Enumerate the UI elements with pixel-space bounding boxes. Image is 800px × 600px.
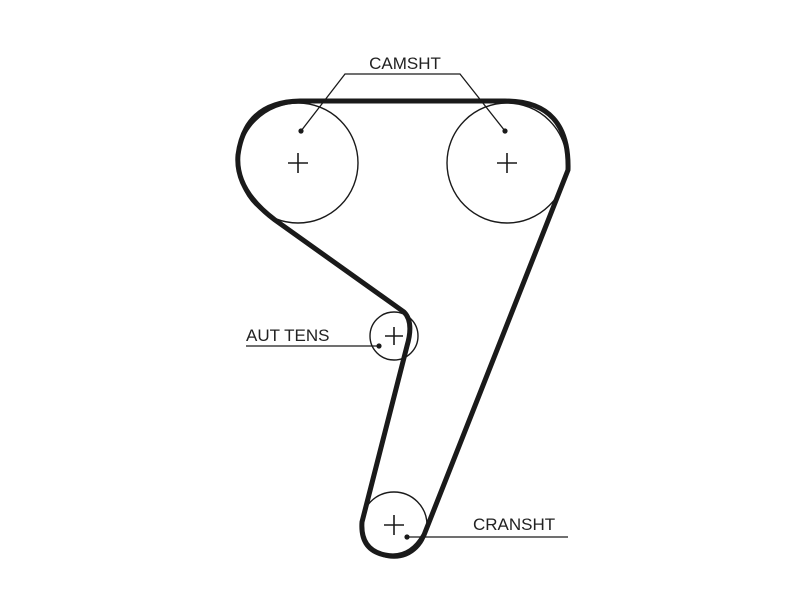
camshaft-pulley-right	[446, 102, 568, 224]
camshaft-label: CAMSHT	[369, 54, 441, 73]
tensioner-marker-dot	[376, 343, 382, 349]
tensioner-label: AUT TENS	[246, 326, 329, 345]
camshaft-leader	[300, 73, 506, 132]
camshaft-left-marker-dot	[298, 128, 304, 134]
timing-belt	[235, 98, 571, 559]
crankshaft-label: CRANSHT	[473, 515, 555, 534]
crankshaft-marker-dot	[404, 534, 410, 540]
camshaft-right-marker-dot	[502, 128, 508, 134]
